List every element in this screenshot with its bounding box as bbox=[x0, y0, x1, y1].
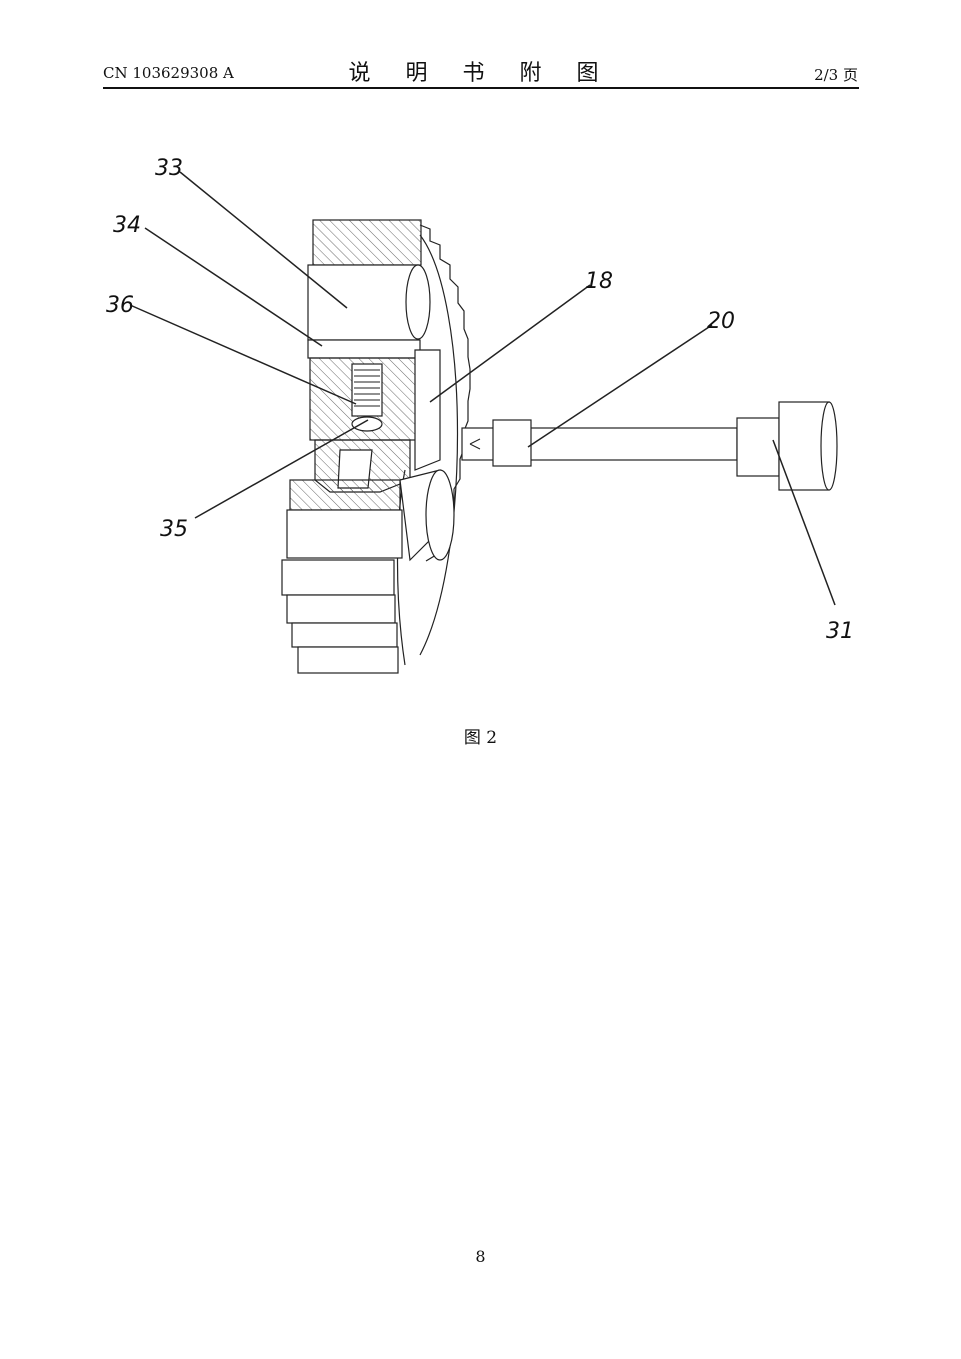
header-rule bbox=[103, 87, 859, 89]
page-number: 8 bbox=[475, 1247, 486, 1266]
label-18: 18 bbox=[585, 269, 613, 294]
label-33: 33 bbox=[155, 156, 183, 181]
figure-caption: 图 2 bbox=[463, 728, 498, 748]
label-35: 35 bbox=[160, 517, 188, 542]
patent-number: CN 103629308 A bbox=[103, 64, 234, 82]
label-36: 36 bbox=[106, 293, 134, 318]
label-31: 31 bbox=[826, 619, 854, 644]
label-20: 20 bbox=[707, 309, 735, 334]
label-34: 34 bbox=[113, 213, 141, 238]
patent-drawing: 33 34 36 35 18 20 31 bbox=[106, 156, 854, 674]
page-title: 说 明 书 附 图 bbox=[348, 61, 613, 86]
gear-assembly bbox=[129, 171, 838, 674]
page-of-indicator: 2/3 页 bbox=[814, 66, 858, 84]
